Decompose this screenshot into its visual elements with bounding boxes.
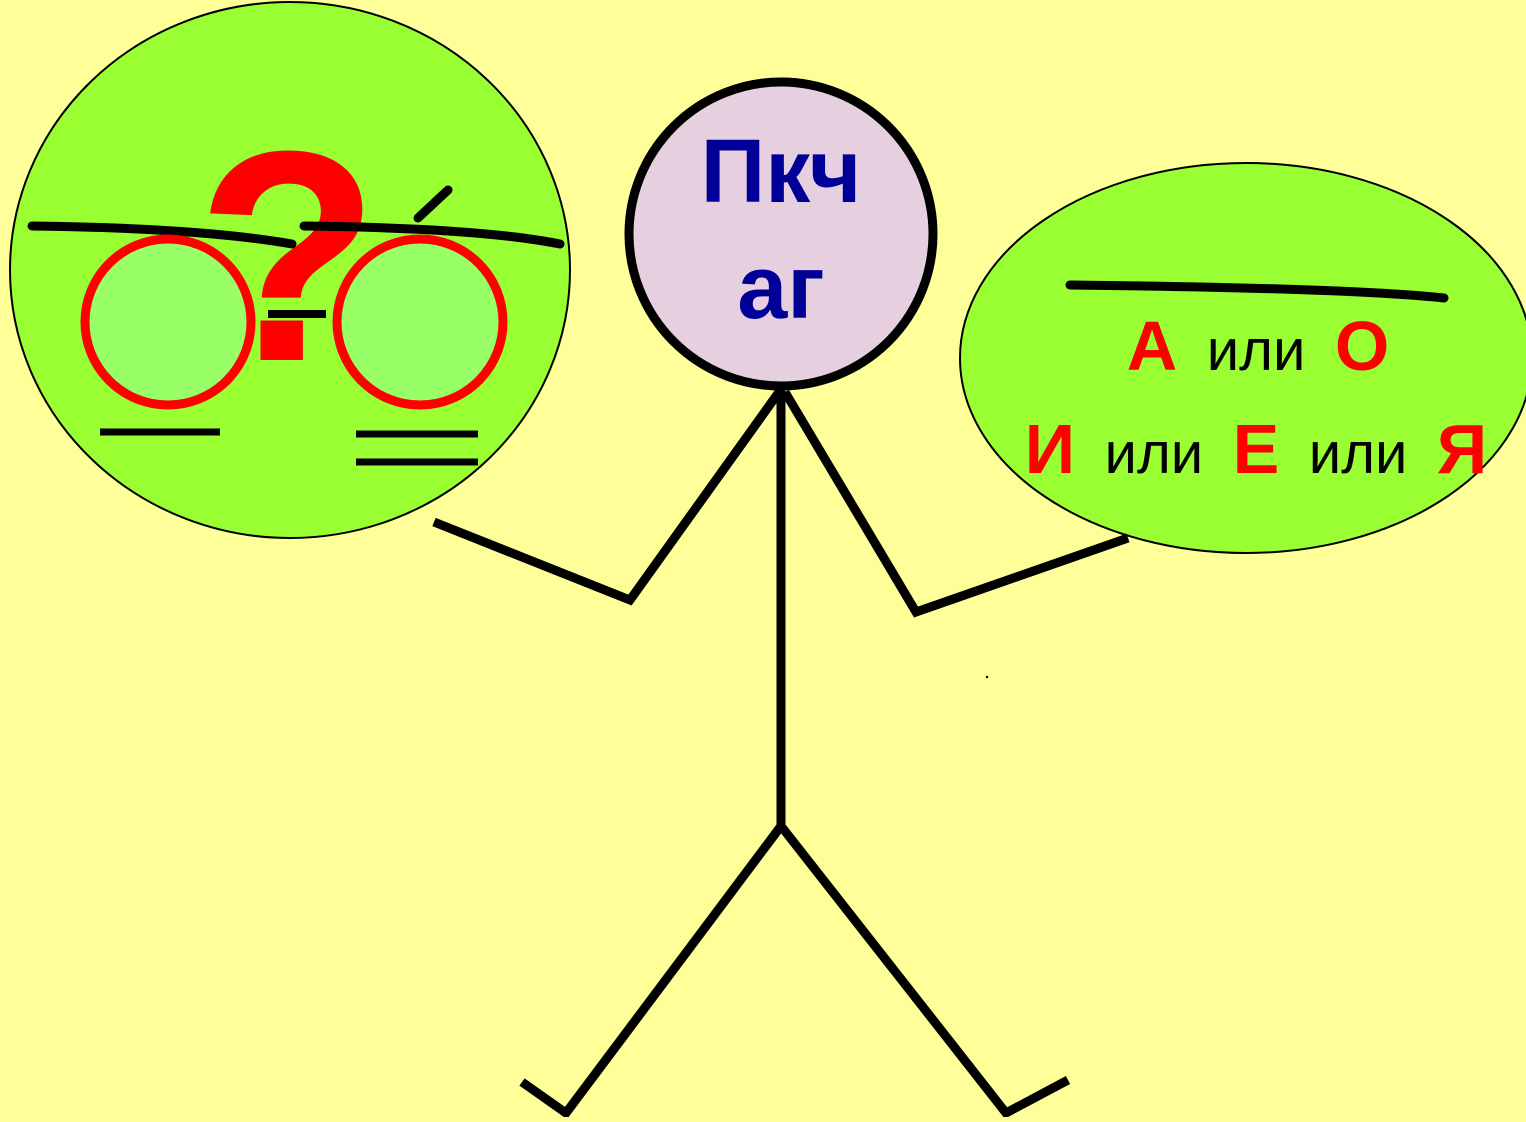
- vowel-circle-right: [332, 234, 508, 410]
- figure-left-arm: [432, 389, 783, 606]
- options-row-1: А или О: [1127, 307, 1390, 385]
- head-text-line-2: аг: [737, 238, 825, 338]
- head-circle: [624, 77, 938, 391]
- figure-left-leg: [519, 823, 785, 1120]
- figure-right-leg: [777, 823, 1071, 1119]
- stick-figure: [432, 384, 1130, 1120]
- letter-i: И: [1025, 410, 1075, 488]
- letter-ya: Я: [1437, 410, 1487, 488]
- letter-o: О: [1335, 307, 1389, 385]
- root-line: [299, 221, 565, 249]
- stress-mark: [413, 185, 453, 223]
- figure-right-arm: [781, 389, 1130, 618]
- right-bubble-ellipse: [959, 162, 1526, 554]
- prefix-line: [27, 221, 297, 249]
- letter-a: А: [1127, 307, 1178, 385]
- letter-e: Е: [1233, 410, 1280, 488]
- left-thought-bubble: ?: [9, 1, 571, 539]
- vowel-circle-left: [80, 234, 256, 410]
- right-bubble-line: [1065, 280, 1449, 303]
- or-word: или: [1105, 421, 1204, 486]
- or-word: или: [1309, 421, 1408, 486]
- options-row-2: И или Е или Я: [1025, 410, 1487, 488]
- head-text-line-1: Пкч: [701, 122, 862, 222]
- stray-dot: [985, 675, 989, 679]
- figure-head: Пкч аг: [624, 77, 938, 391]
- or-word: или: [1207, 318, 1306, 383]
- right-thought-bubble: А или О И или Е или Я: [959, 162, 1526, 554]
